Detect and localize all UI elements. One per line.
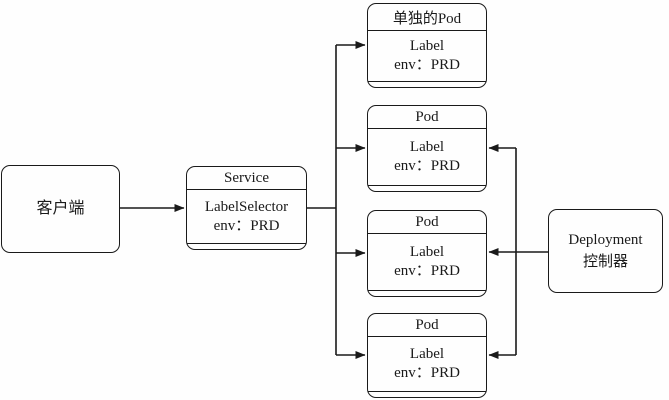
service-title: Service — [187, 167, 306, 190]
standalone-pod-footer-strip — [368, 81, 486, 87]
standalone-pod-node: 单独的Pod Label env：PRD — [367, 3, 487, 88]
service-env-label: env：PRD — [213, 217, 280, 234]
client-node: 客户端 — [1, 165, 120, 253]
edge-deployment-trunk — [515, 148, 548, 355]
pod-1-title: Pod — [368, 106, 486, 129]
pod-node-2: Pod Label env：PRD — [367, 210, 487, 297]
pod-3-label: Label — [409, 346, 445, 362]
standalone-pod-label: Label — [409, 38, 445, 54]
service-footer-strip — [187, 243, 306, 249]
pod-2-env-label: env：PRD — [394, 263, 460, 279]
pod-2-footer-strip — [368, 290, 486, 296]
pod-3-title: Pod — [368, 314, 486, 337]
pod-3-footer-strip — [368, 391, 486, 397]
pod-1-footer-strip — [368, 185, 486, 191]
deployment-node: Deployment 控制器 — [548, 209, 663, 293]
service-node: Service LabelSelector env：PRD — [186, 166, 307, 250]
pod-2-label: Label — [409, 244, 445, 260]
standalone-pod-env-label: env：PRD — [394, 57, 460, 73]
pod-node-3: Pod Label env：PRD — [367, 313, 487, 398]
client-label: 客户端 — [36, 200, 85, 217]
pod-1-env-label: env：PRD — [394, 158, 460, 174]
standalone-pod-title: 单独的Pod — [368, 4, 486, 31]
deployment-label-line-1: Deployment — [568, 232, 643, 248]
deployment-label-line-2: 控制器 — [582, 254, 628, 270]
pod-3-env-label: env：PRD — [394, 365, 460, 381]
pod-1-label: Label — [409, 139, 445, 155]
edge-service-trunk — [307, 45, 337, 355]
pod-2-title: Pod — [368, 211, 486, 234]
service-label-selector: LabelSelector — [204, 198, 289, 215]
pod-node-1: Pod Label env：PRD — [367, 105, 487, 192]
